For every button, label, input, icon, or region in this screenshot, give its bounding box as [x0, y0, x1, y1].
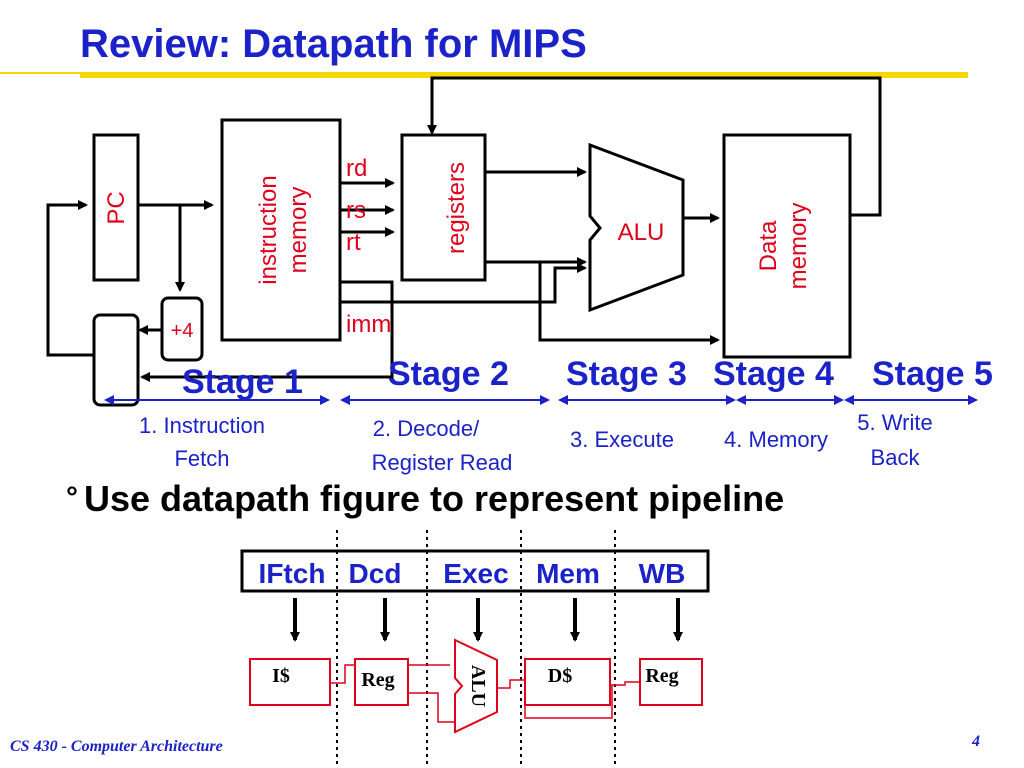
header-mem: Mem [536, 558, 600, 589]
stage-1-step-line-2: Fetch [174, 446, 229, 471]
pipeline-header-box [240, 549, 710, 593]
stage-2-label: Stage 2 [388, 355, 509, 393]
stage-3-step-line-1: 3. Execute [570, 427, 674, 452]
stage-5-step-line-2: Back [871, 445, 921, 470]
reg-read-label: Reg [361, 669, 394, 691]
bypass-wire [524, 685, 613, 719]
icache-label: I$ [272, 665, 290, 687]
header-iftch: IFtch [259, 558, 326, 589]
header-wb: WB [639, 558, 686, 589]
pipeline-alu-label: ALU [467, 665, 489, 707]
adder-block [160, 296, 204, 362]
instruction-memory-label-2: memory [285, 187, 312, 274]
slide-title: Review: Datapath for MIPS [80, 22, 587, 66]
alu-label: ALU [618, 219, 665, 246]
data-memory-label-1: Data [755, 220, 782, 271]
stage-4-label: Stage 4 [713, 355, 834, 393]
header-dcd: Dcd [349, 558, 402, 589]
bullet-point: °Use datapath figure to represent pipeli… [66, 478, 784, 520]
icache-unit [249, 658, 331, 706]
stage-5-step-line-1: 5. Write [857, 410, 932, 435]
footer-course: CS 430 - Computer Architecture [10, 738, 223, 755]
title-underline-left [0, 72, 80, 74]
registers-label: registers [443, 162, 470, 254]
dcache-label: D$ [548, 665, 572, 687]
stage-4-step-line-1: 4. Memory [724, 427, 828, 452]
icache-to-reg-wire [330, 664, 355, 684]
stage-3-label: Stage 3 [566, 355, 687, 393]
register-file [400, 133, 487, 282]
field-imm-label: imm [346, 311, 391, 338]
page-number: 4 [972, 733, 980, 750]
field-rs-label: rs [346, 197, 366, 224]
datapath-wires [46, 76, 882, 382]
adder-label: +4 [171, 320, 194, 342]
reg-write-label: Reg [645, 665, 678, 687]
stage-1-label: Stage 1 [182, 363, 303, 401]
instruction-memory-label-1: instruction [255, 175, 282, 284]
reg-to-dmem-wire [538, 262, 720, 345]
alu-to-dcache-wire [497, 679, 525, 689]
dcache-to-reg-wire [610, 681, 640, 686]
stage-separators [336, 530, 616, 768]
title-underline [80, 72, 968, 78]
stage-5-label: Stage 5 [872, 355, 993, 393]
data-memory [722, 133, 852, 359]
pc-mux [92, 313, 140, 407]
pipeline-alu-unit [454, 638, 498, 734]
mux-to-pc-wire [46, 200, 94, 357]
reg-write-unit [639, 658, 703, 706]
stage-1-step-line-1: 1. Instruction [139, 413, 265, 438]
data-memory-label-2: memory [785, 203, 812, 290]
bullet-text: Use datapath figure to represent pipelin… [84, 478, 785, 519]
dcache-unit [524, 658, 611, 706]
stage-2-step-line-1: 2. Decode/ [373, 416, 480, 441]
down-arrows [290, 598, 683, 642]
imm-wire [340, 263, 587, 304]
pc-register [92, 133, 140, 282]
reg-read-unit [354, 658, 409, 706]
instruction-memory [220, 118, 342, 342]
branch-wire [140, 280, 394, 382]
field-rt-label: rt [346, 229, 361, 256]
bullet-marker: ° [66, 481, 78, 514]
alu-block [588, 142, 685, 313]
stage-2-step-line-2: Register Read [372, 450, 513, 475]
pc-label: PC [103, 191, 130, 224]
header-exec: Exec [443, 558, 508, 589]
field-rd-label: rd [346, 155, 367, 182]
wb-wire [427, 76, 882, 217]
